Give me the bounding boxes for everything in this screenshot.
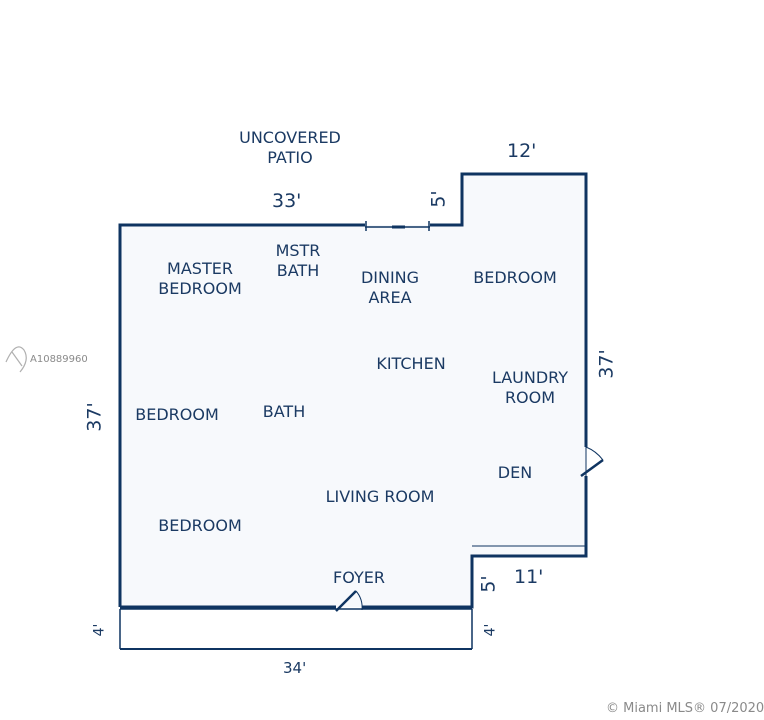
label-master-bath: MSTR BATH (258, 241, 338, 281)
label-dining-line1: DINING (360, 268, 420, 287)
label-foyer: FOYER (333, 568, 385, 587)
label-patio-line2: PATIO (267, 148, 313, 167)
mls-watermark-icon (5, 346, 27, 373)
dim-top-right: 12' (507, 140, 537, 162)
label-bedroom-west: BEDROOM (135, 405, 219, 424)
label-master-line1: MASTER (167, 259, 233, 278)
front-porch (119, 608, 473, 650)
dim-step-top: 5' (427, 190, 450, 208)
dim-left: 37' (83, 402, 106, 432)
label-patio: UNCOVERED PATIO (225, 128, 355, 168)
house-floor (120, 174, 586, 607)
mls-credit: © Miami MLS® 07/2020 (606, 701, 764, 716)
label-patio-line1: UNCOVERED (239, 128, 341, 147)
label-bedroom-ne: BEDROOM (473, 268, 557, 287)
label-mstr-bath-line2: BATH (276, 261, 320, 280)
dim-porch-right: 4' (482, 623, 499, 637)
dim-step-bottom: 5' (477, 575, 500, 593)
label-laundry-line2: ROOM (504, 388, 556, 407)
dim-bottom: 34' (283, 659, 307, 677)
label-kitchen: KITCHEN (376, 354, 446, 373)
dim-right: 37' (595, 349, 618, 379)
label-living-room: LIVING ROOM (325, 487, 435, 506)
dim-bottom-right: 11' (514, 566, 544, 588)
label-bath: BATH (262, 402, 306, 421)
house-walls (118, 172, 588, 609)
dim-top-left: 33' (272, 190, 302, 212)
label-mstr-bath-line1: MSTR (275, 241, 321, 260)
side-door (580, 446, 604, 478)
dim-porch-left: 4' (91, 623, 108, 637)
label-laundry-room: LAUNDRY ROOM (478, 368, 582, 408)
label-dining-area: DINING AREA (340, 268, 440, 308)
label-den: DEN (497, 463, 533, 482)
sliding-door (365, 221, 430, 231)
front-door (335, 590, 363, 612)
label-master-line2: BEDROOM (158, 279, 242, 298)
label-dining-line2: AREA (368, 288, 412, 307)
label-master-bedroom: MASTER BEDROOM (140, 259, 260, 299)
label-bedroom-sw: BEDROOM (158, 516, 242, 535)
label-laundry-line1: LAUNDRY (491, 368, 569, 387)
listing-id-watermark: A10889960 (30, 354, 88, 365)
